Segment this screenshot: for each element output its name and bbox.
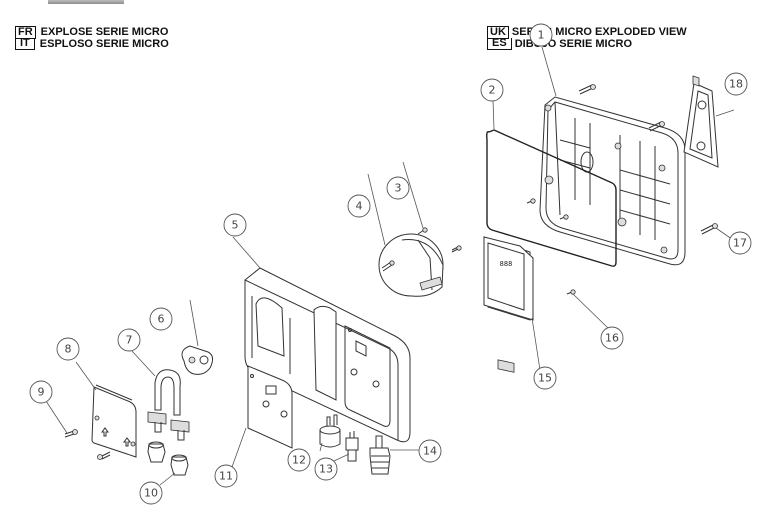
title-text: EXPLOSE SERIE MICRO <box>40 25 169 38</box>
callout-14: 14 <box>418 439 442 463</box>
title-block-left: FR EXPLOSE SERIE MICRO IT ESPLOSO SERIE … <box>15 25 169 50</box>
title-row-it: IT ESPLOSO SERIE MICRO <box>15 38 169 50</box>
svg-text:12: 12 <box>292 454 306 467</box>
svg-text:8: 8 <box>65 343 72 356</box>
callout-1: 1 <box>529 23 553 47</box>
motor <box>378 233 444 297</box>
callout-5: 5 <box>223 213 247 237</box>
callout-11: 11 <box>214 464 238 488</box>
tube-nuts <box>147 441 189 476</box>
callout-6: 6 <box>149 307 173 331</box>
svg-text:5: 5 <box>232 219 239 232</box>
svg-text:13: 13 <box>319 463 333 476</box>
cable-gland <box>369 435 391 475</box>
callout-4: 4 <box>347 194 371 218</box>
circuit-board: 888 <box>483 236 534 373</box>
title-row-fr: FR EXPLOSE SERIE MICRO <box>15 25 169 39</box>
callout-7: 7 <box>117 328 141 352</box>
svg-text:17: 17 <box>733 237 747 250</box>
screws <box>64 84 718 460</box>
callout-18: 18 <box>724 72 748 96</box>
svg-text:3: 3 <box>395 182 402 195</box>
wall-bracket <box>683 75 719 168</box>
pump-cover <box>91 384 137 458</box>
svg-text:4: 4 <box>356 200 363 213</box>
svg-text:10: 10 <box>144 487 158 500</box>
callout-9: 9 <box>29 380 53 404</box>
callout-8: 8 <box>56 337 80 361</box>
leader-lines <box>45 46 737 486</box>
fitting <box>345 431 359 462</box>
lang-code: UK <box>487 25 509 39</box>
lang-code: FR <box>15 25 36 39</box>
svg-text:16: 16 <box>605 332 619 345</box>
title-text: ESPLOSO SERIE MICRO <box>39 37 169 50</box>
svg-text:15: 15 <box>538 372 552 385</box>
display-digits: 888 <box>500 260 513 268</box>
title-text: SERIES MICRO EXPLODED VIEW <box>511 25 687 38</box>
callout-15: 15 <box>533 366 557 390</box>
roller-carrier <box>181 345 214 375</box>
svg-text:1: 1 <box>538 29 545 42</box>
svg-text:6: 6 <box>158 313 165 326</box>
top-gray-bar <box>48 0 124 4</box>
callout-16: 16 <box>600 326 624 350</box>
callout-3: 3 <box>386 176 410 200</box>
svg-text:18: 18 <box>729 78 743 91</box>
front-label-panel <box>247 365 293 449</box>
svg-text:11: 11 <box>219 470 233 483</box>
callout-17: 17 <box>728 231 752 255</box>
callout-2: 2 <box>480 78 504 102</box>
lang-code: ES <box>487 38 512 50</box>
lang-code: IT <box>15 38 35 50</box>
knob <box>319 414 341 448</box>
callout-13: 13 <box>314 457 338 481</box>
title-row-uk: UK SERIES MICRO EXPLODED VIEW <box>487 25 687 39</box>
svg-text:2: 2 <box>489 84 496 97</box>
svg-text:9: 9 <box>38 386 45 399</box>
gasket <box>486 129 617 267</box>
pump-tube <box>147 369 190 441</box>
rear-housing <box>539 96 686 266</box>
svg-text:7: 7 <box>126 334 133 347</box>
callout-12: 12 <box>287 448 311 472</box>
callout-10: 10 <box>139 481 163 505</box>
svg-text:14: 14 <box>423 445 437 458</box>
